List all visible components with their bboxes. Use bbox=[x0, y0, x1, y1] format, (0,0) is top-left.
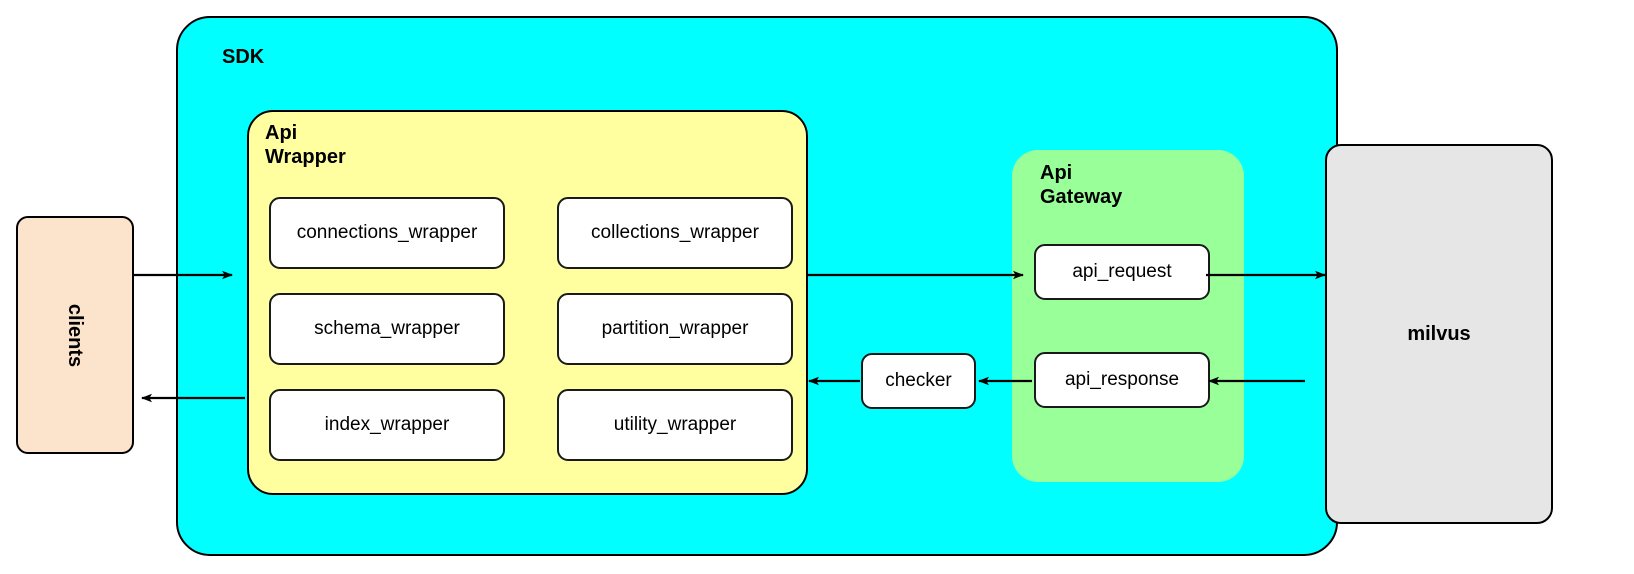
module-utility-wrapper[interactable]: utility_wrapper bbox=[557, 389, 793, 461]
api-request-node[interactable]: api_request bbox=[1034, 244, 1210, 300]
api-gateway-container[interactable]: Api Gateway api_request api_response bbox=[1012, 150, 1244, 482]
module-connections-wrapper[interactable]: connections_wrapper bbox=[269, 197, 505, 269]
clients-label: clients bbox=[64, 303, 87, 367]
api-request-label: api_request bbox=[1072, 261, 1172, 282]
checker-label: checker bbox=[885, 370, 952, 391]
module-label: collections_wrapper bbox=[591, 222, 759, 243]
module-label: connections_wrapper bbox=[296, 222, 478, 243]
sdk-title: SDK bbox=[222, 46, 265, 68]
module-label: partition_wrapper bbox=[601, 318, 749, 339]
checker-node[interactable]: checker bbox=[861, 353, 976, 409]
milvus-label: milvus bbox=[1407, 322, 1471, 345]
module-schema-wrapper[interactable]: schema_wrapper bbox=[269, 293, 505, 365]
module-index-wrapper[interactable]: index_wrapper bbox=[269, 389, 505, 461]
api-wrapper-container[interactable]: Api Wrapper connections_wrapper collecti… bbox=[247, 110, 808, 495]
api-response-label: api_response bbox=[1064, 369, 1180, 390]
module-label: utility_wrapper bbox=[613, 414, 737, 435]
module-label: index_wrapper bbox=[324, 414, 450, 435]
api-wrapper-title: Api Wrapper bbox=[265, 122, 346, 168]
api-response-node[interactable]: api_response bbox=[1034, 352, 1210, 408]
module-partition-wrapper[interactable]: partition_wrapper bbox=[557, 293, 793, 365]
clients-node[interactable]: clients bbox=[16, 216, 134, 454]
sdk-container[interactable]: SDK Api Wrapper connections_wrapper coll… bbox=[176, 16, 1338, 556]
module-collections-wrapper[interactable]: collections_wrapper bbox=[557, 197, 793, 269]
module-label: schema_wrapper bbox=[314, 318, 460, 339]
api-gateway-title: Api Gateway bbox=[1040, 162, 1123, 208]
milvus-node[interactable]: milvus bbox=[1325, 144, 1553, 524]
